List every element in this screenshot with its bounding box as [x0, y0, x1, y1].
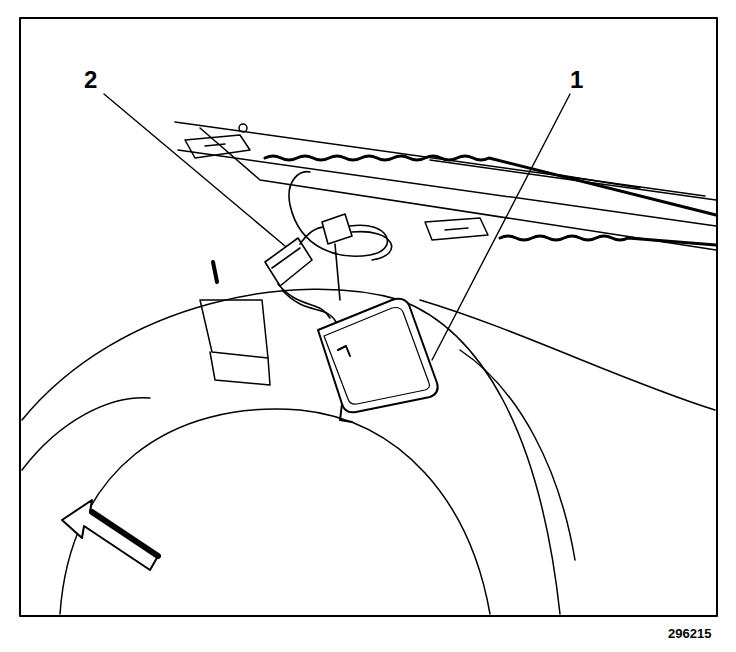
connector-wires: [265, 172, 392, 322]
impact-bar: [175, 122, 716, 250]
callout-number: 1: [570, 68, 583, 92]
callout-number: 2: [84, 68, 97, 92]
wiring-harness: [265, 156, 716, 215]
wiring-harness: [500, 236, 716, 245]
module: [318, 299, 438, 422]
leader-line: [104, 94, 570, 360]
fascia: [22, 262, 715, 614]
direction-arrow: [62, 500, 158, 570]
figure-number: 296215: [668, 627, 711, 640]
frame: [20, 18, 717, 616]
